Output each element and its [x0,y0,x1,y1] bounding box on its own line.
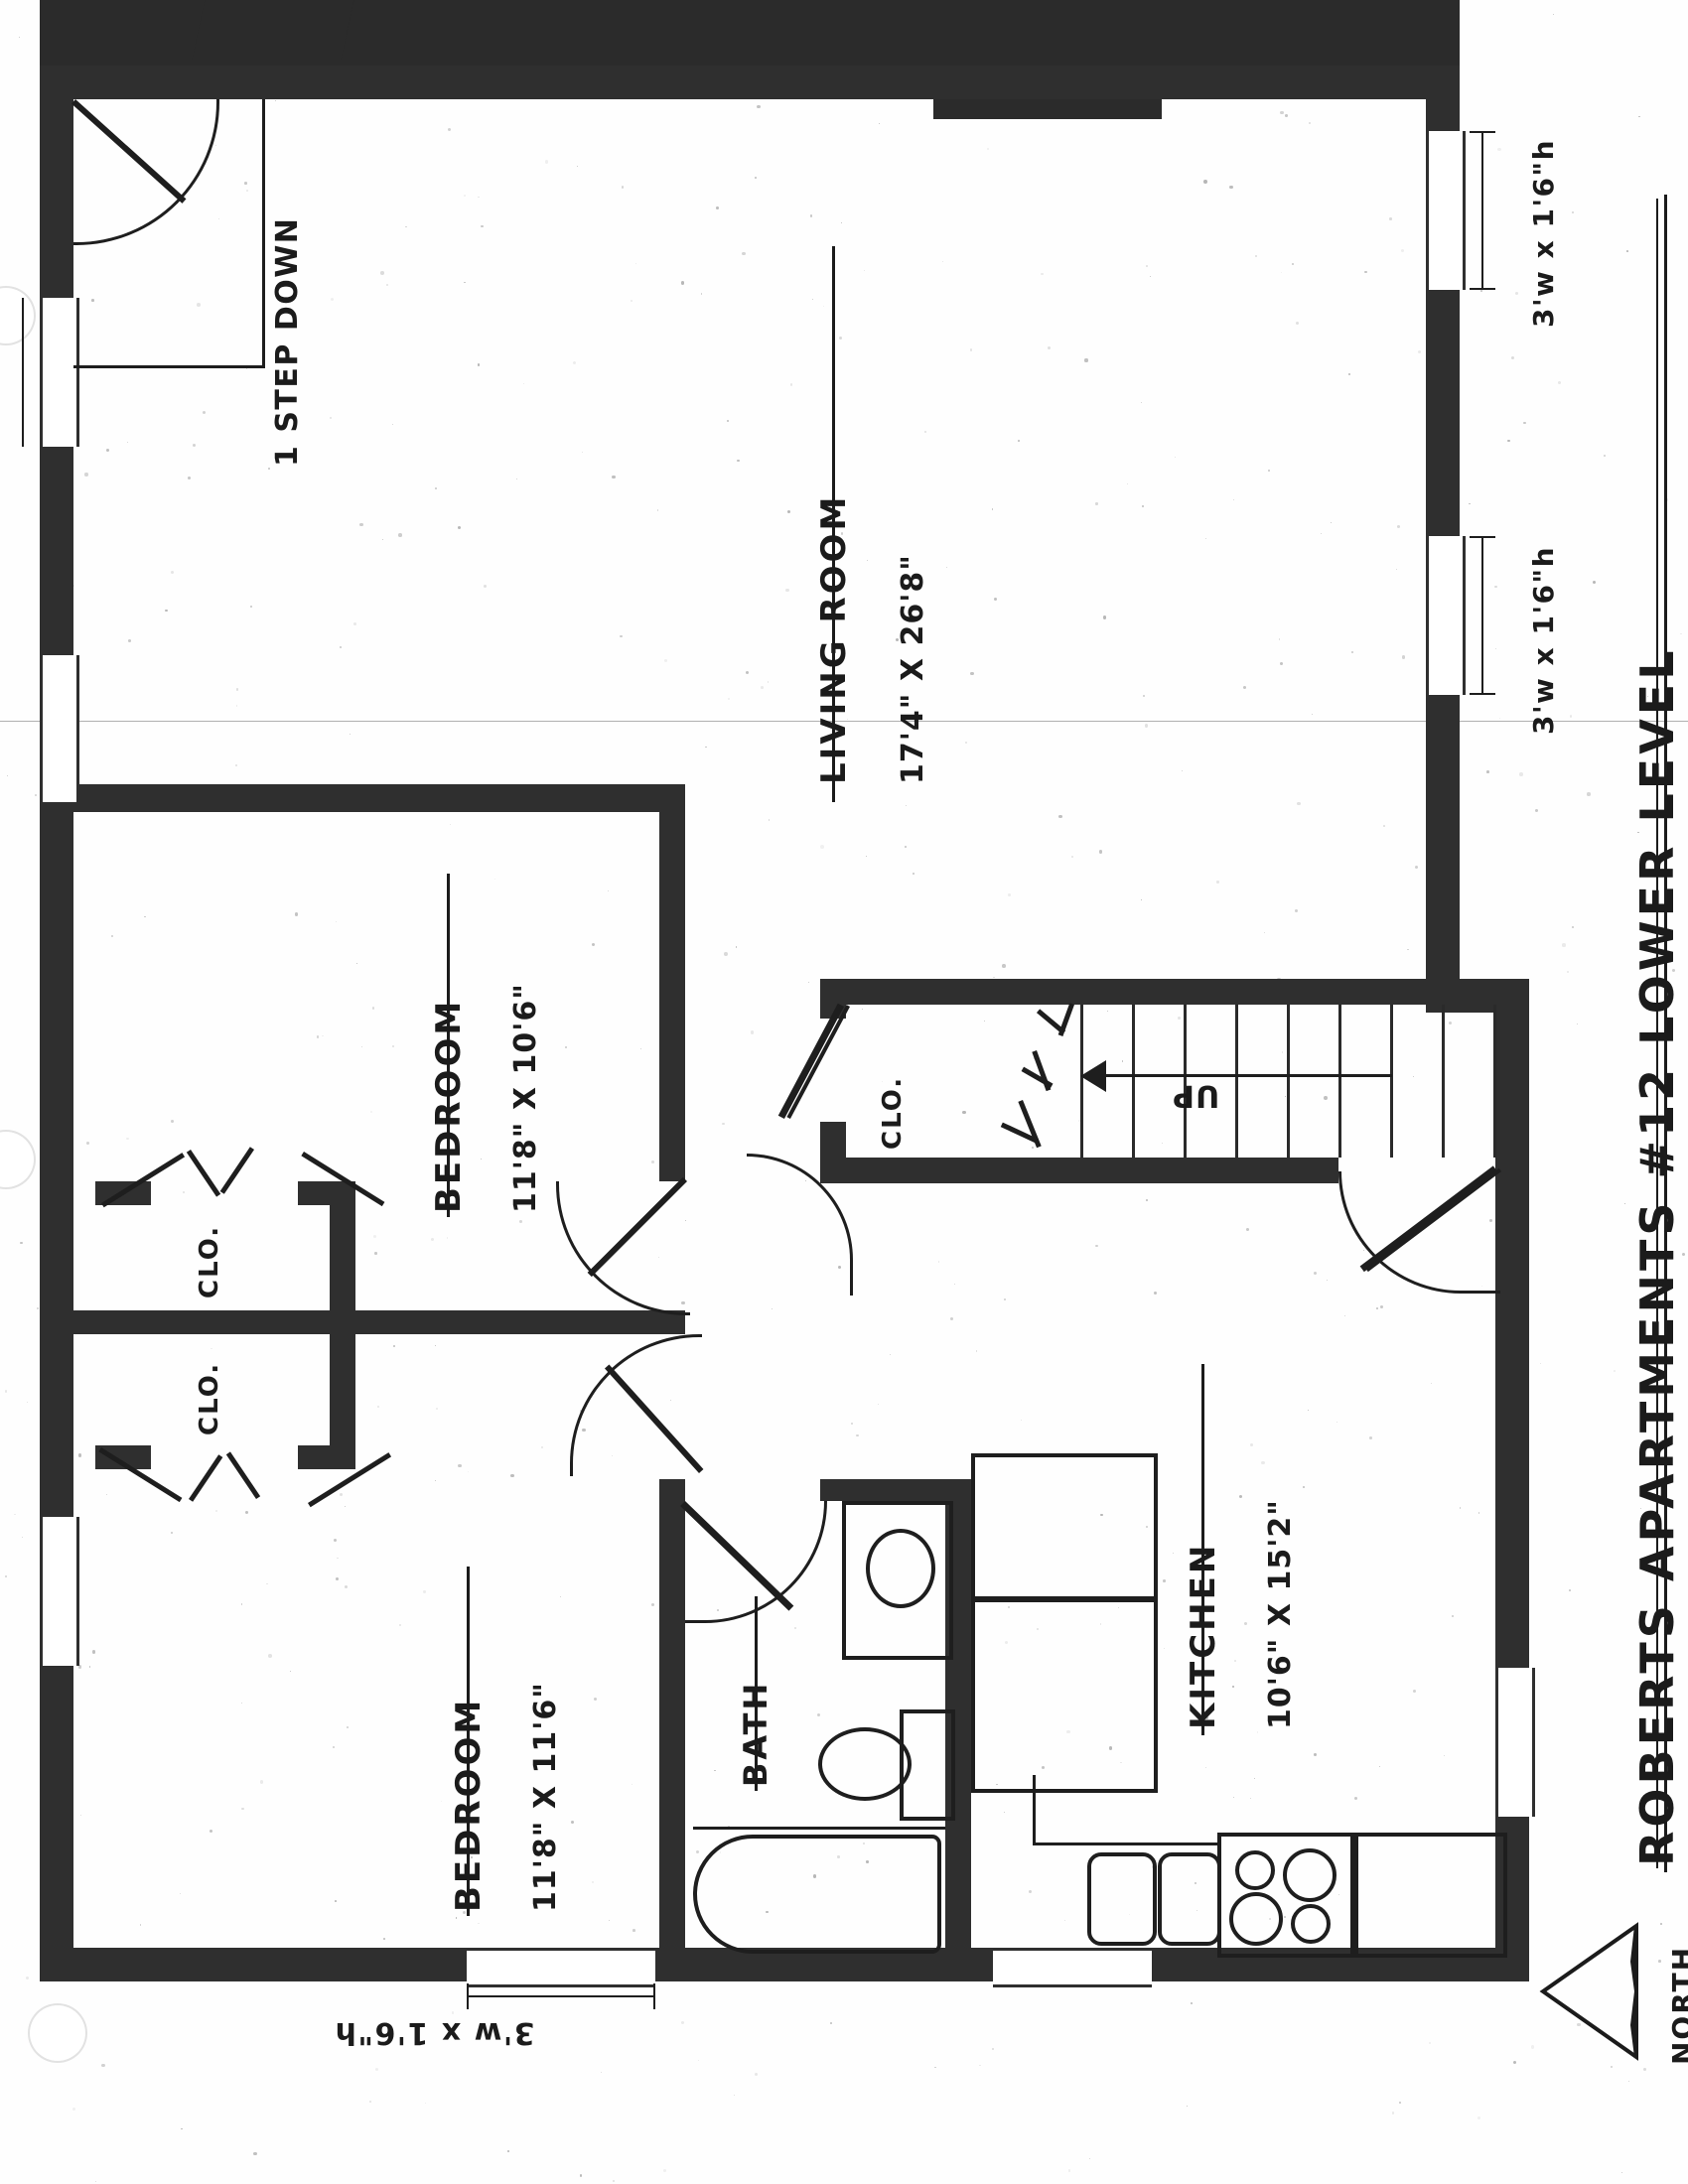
bath-partition-line [693,1827,945,1832]
window-bottom-bedroom [467,1948,655,1987]
window-bottom-bedroom-dim [467,1995,655,1997]
annotation-step-down: 1 STEP DOWN [270,217,305,467]
counter-edge [1033,1843,1219,1847]
window-label-mid-right: 3'w x 1'6"h [1527,546,1560,735]
interior-wall-closet-divider [40,1310,355,1334]
toilet-tank [900,1709,955,1821]
door-entry-vestibule-outline [73,99,265,368]
window-right-upper-dim-cap-top [1470,131,1495,133]
door-leaf-2 [786,1005,850,1119]
door-bath [685,1501,834,1630]
exterior-wall-top [40,66,1460,99]
window-bottom-kitchen [993,1948,1152,1987]
stair-tread [1235,1005,1238,1158]
burner-large-sw [1229,1892,1283,1946]
room-label-bedroom-lower-underline [467,1567,470,1916]
interior-wall-bath-top [820,1479,971,1501]
window-label-top-right: 3'w x 1'6"h [1527,139,1560,328]
stair-tread [1493,1005,1496,1158]
window-left-lower [40,1517,79,1666]
window-bottom-bedroom-dim-cap-r [653,1983,655,2009]
sink-basin-right [1158,1852,1221,1946]
burner-large-ne [1283,1848,1336,1902]
burner-small-nw [1235,1850,1275,1890]
room-label-kitchen-underline [1201,1364,1204,1735]
stair-tread [1338,1005,1341,1158]
door-bedroom-lower [570,1334,709,1483]
window-left-upper-dim [22,298,24,447]
window-right-mid-dim-cap-bottom [1470,693,1495,695]
door-leaf [778,1004,844,1119]
stairs-break-line [1015,1001,1088,1169]
stair-tread [1390,1005,1393,1158]
window-left-mid [40,655,79,802]
window-right-upper [1426,131,1466,290]
window-right-kitchen [1495,1668,1535,1817]
window-right-upper-dim-cap-bottom [1470,288,1495,290]
page-title-underline-outer [1664,195,1667,1872]
door-kitchen [1338,1171,1507,1300]
stairs-up [1072,1005,1509,1158]
window-right-mid [1426,536,1466,695]
refrigerator [1354,1833,1507,1958]
north-arrow [1537,1922,1648,2061]
room-dims-kitchen: 10'6" X 15'2" [1263,1499,1298,1729]
window-right-mid-dim-cap-top [1470,536,1495,538]
stairs-arrow-line [1094,1074,1392,1077]
bathtub [693,1835,941,1954]
window-label-bottom: 3'w x 1'6"h [334,2015,534,2050]
interior-wall-livingroom-bedroom [40,784,685,812]
closet-label-center: CLO. [878,1076,908,1150]
door-bedroom-upper [556,1181,695,1320]
room-dims-bedroom-lower: 11'8" X 11'6" [528,1682,563,1912]
interior-wall-center-closet-top [820,979,1505,1005]
toilet-bowl [818,1727,912,1801]
page-title-underline-inner [1656,199,1658,1868]
room-dims-bedroom-upper: 11'8" X 10'6" [508,983,543,1213]
room-label-living-room-underline [832,246,835,802]
window-right-mid-dim [1481,536,1483,695]
closet-label-upper-left: CLO. [195,1225,224,1298]
closet-label-lower-left: CLO. [195,1362,224,1435]
vanity-sink [866,1529,935,1608]
stair-tread [1132,1005,1135,1158]
window-bottom-bedroom-dim-cap-l [467,1983,469,2009]
interior-wall-bedroom-east [659,784,685,1181]
stairs-up-label: UP [1172,1078,1219,1113]
closet-upper-bifold [95,1142,355,1213]
upper-cabinet-left [971,1596,1158,1793]
door-center-closet [747,1005,850,1154]
closet-lower-bifold [95,1441,355,1513]
stair-tread [1287,1005,1290,1158]
burner-small-se [1291,1904,1331,1944]
room-label-bath-underline [755,1596,758,1791]
north-arrow-label: NORTH [1666,1946,1688,2065]
room-label-bedroom-upper-underline [447,874,450,1217]
sink-basin-left [1087,1852,1157,1946]
scan-smear-artifact-4 [933,0,1162,119]
north-arrow-icon [1537,1922,1648,2061]
interior-wall-bath-west [659,1479,685,1981]
upper-cabinet-right [971,1453,1158,1602]
stair-tread [1442,1005,1445,1158]
room-dims-living-room: 17'4" X 26'8" [896,554,930,784]
scan-smear-artifact-2 [193,0,354,60]
window-right-upper-dim [1481,131,1483,290]
